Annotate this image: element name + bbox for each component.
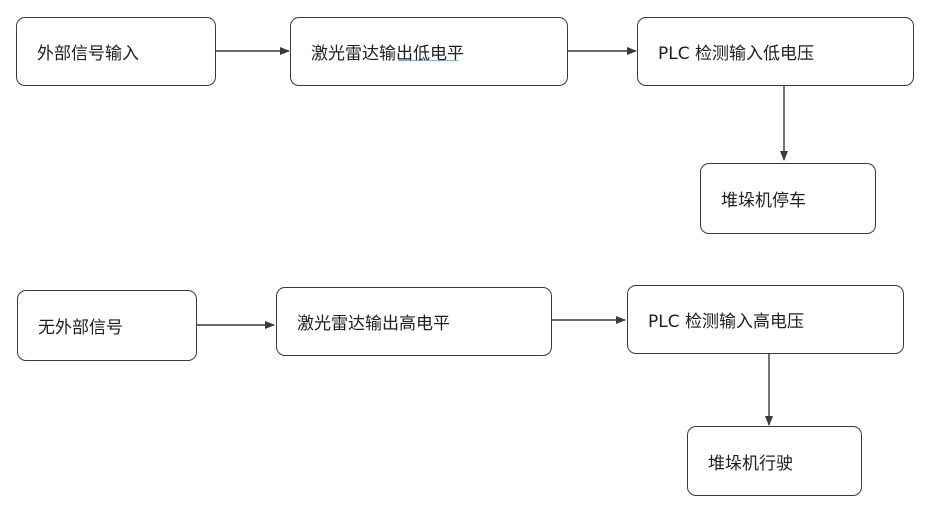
node-stacker-stop: 堆垛机停车	[700, 163, 876, 234]
node-external-signal-input: 外部信号输入	[16, 17, 216, 86]
node-label: 外部信号输入	[37, 44, 139, 64]
spellcheck-underline	[398, 60, 458, 61]
node-label: PLC 检测输入高电压	[648, 312, 804, 332]
node-label: 堆垛机行驶	[708, 453, 793, 474]
node-label: 堆垛机停车	[721, 191, 806, 211]
node-label: 激光雷达输出低电平	[311, 44, 464, 64]
node-label: 激光雷达输出高电平	[297, 314, 450, 334]
node-stacker-travel: 堆垛机行驶	[687, 426, 862, 496]
node-lidar-output-high: 激光雷达输出高电平	[276, 287, 552, 356]
node-label: PLC 检测输入低电压	[658, 44, 814, 64]
node-plc-detect-low-voltage: PLC 检测输入低电压	[637, 17, 914, 86]
node-no-external-signal: 无外部信号	[17, 290, 197, 361]
node-plc-detect-high-voltage: PLC 检测输入高电压	[627, 285, 904, 354]
node-label: 无外部信号	[38, 318, 123, 338]
node-lidar-output-low: 激光雷达输出低电平	[290, 17, 568, 86]
